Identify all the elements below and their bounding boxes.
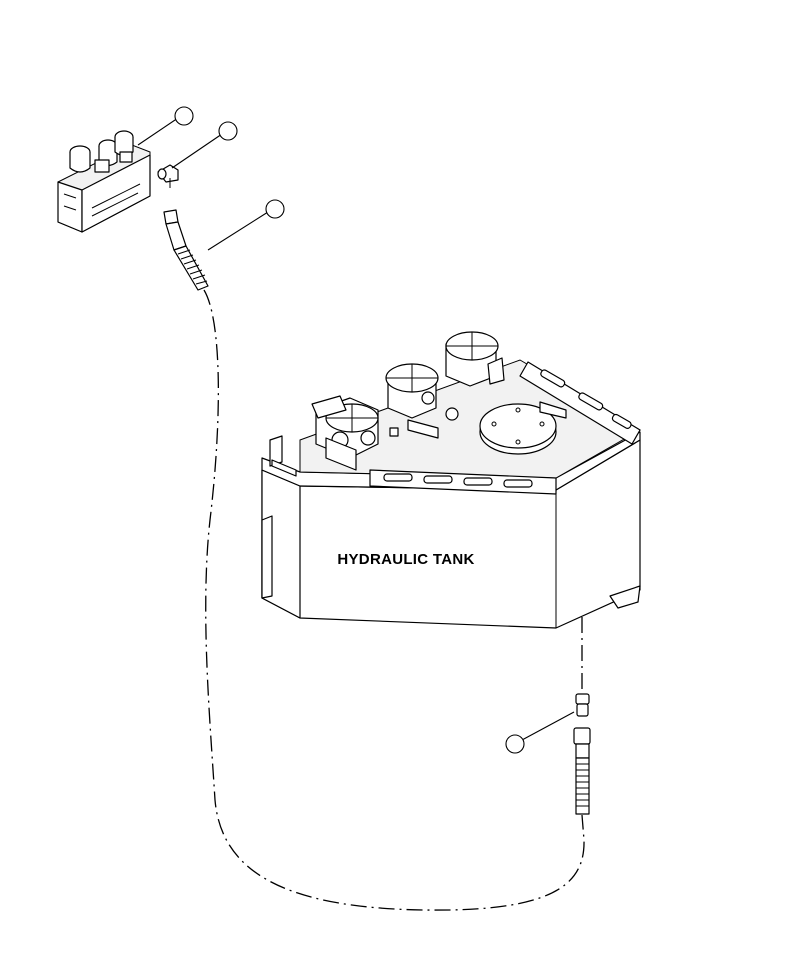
valve-block-icon <box>57 130 151 233</box>
elbow-fitting-icon <box>157 164 179 188</box>
callout-3 <box>207 199 285 251</box>
upper-hose-icon <box>163 209 209 291</box>
callout-2 <box>171 121 238 169</box>
lower-hose-icon <box>573 727 591 815</box>
hose-route-line <box>203 289 585 911</box>
hydraulic-tank-icon <box>261 331 641 629</box>
filter-cap-3 <box>445 331 505 387</box>
tank-label: HYDRAULIC TANK <box>337 551 474 568</box>
adapter-fitting-icon <box>575 693 590 717</box>
callout-1 <box>137 106 194 146</box>
callout-4 <box>505 711 575 754</box>
filter-cap-2 <box>385 363 439 419</box>
